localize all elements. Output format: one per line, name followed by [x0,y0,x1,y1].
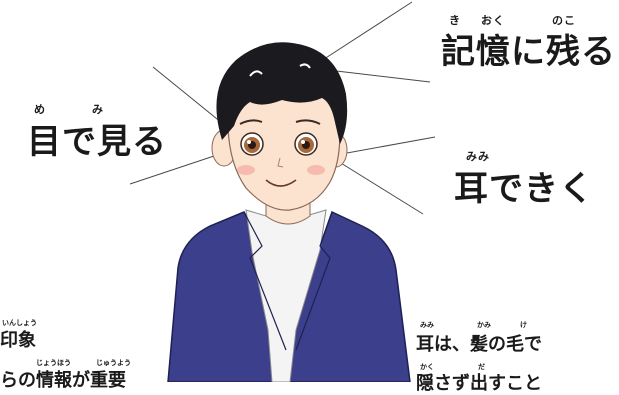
eyes-label: 目で見る [27,122,167,162]
ears-label-ruby-1: みみ [466,150,490,163]
ear-pointer-line-upper [335,136,436,156]
hair-highlight [249,63,311,77]
jacket-lapel-left [243,211,287,351]
eyebrow-left [239,119,263,125]
right-caption-line1-ruby-3: け [520,321,527,329]
cheek-right [307,165,325,175]
right-caption-line2: 隠さず出すこと [416,373,542,394]
hair [216,42,348,144]
right-caption-line2-ruby-1: かく [420,363,434,371]
memory-label-ruby-3: のこ [552,14,576,27]
eye-left [240,132,264,156]
eyebrow-right [295,119,321,125]
right-caption-line1-ruby-1: みみ [420,321,434,329]
left-caption-line2-ruby-1: じょうほう [36,359,71,367]
ear-pointer-line-lower [335,159,424,215]
memory-label: 記憶に残る [441,32,616,72]
left-caption-line1-ruby: いんしょう [2,319,37,327]
eyes-label-ruby-2: み [92,103,104,116]
memory-pointer-line-lower [327,69,431,83]
memory-pointer-line-upper [317,1,413,64]
right-caption-line1: 耳は、髪の毛で [416,334,542,355]
left-caption-line2: らの情報が重要 [0,370,126,391]
mouth [265,179,297,187]
right-caption-line1-ruby-2: かみ [477,321,491,329]
ears-label: 耳できく [454,169,594,209]
person-illustration [129,1,436,382]
left-caption-line1: 印象 [0,330,36,351]
jacket-lapel-right [295,211,333,351]
eye-right [294,132,318,156]
cheek-left [237,165,255,175]
nose [277,157,284,168]
memory-label-ruby-2: おく [481,14,505,27]
memory-label-ruby-1: き [449,14,461,27]
eyes-label-ruby-1: め [34,103,46,116]
right-caption-line2-ruby-2: だ [478,363,485,371]
left-caption-line2-ruby-2: じゅうよう [96,359,131,367]
